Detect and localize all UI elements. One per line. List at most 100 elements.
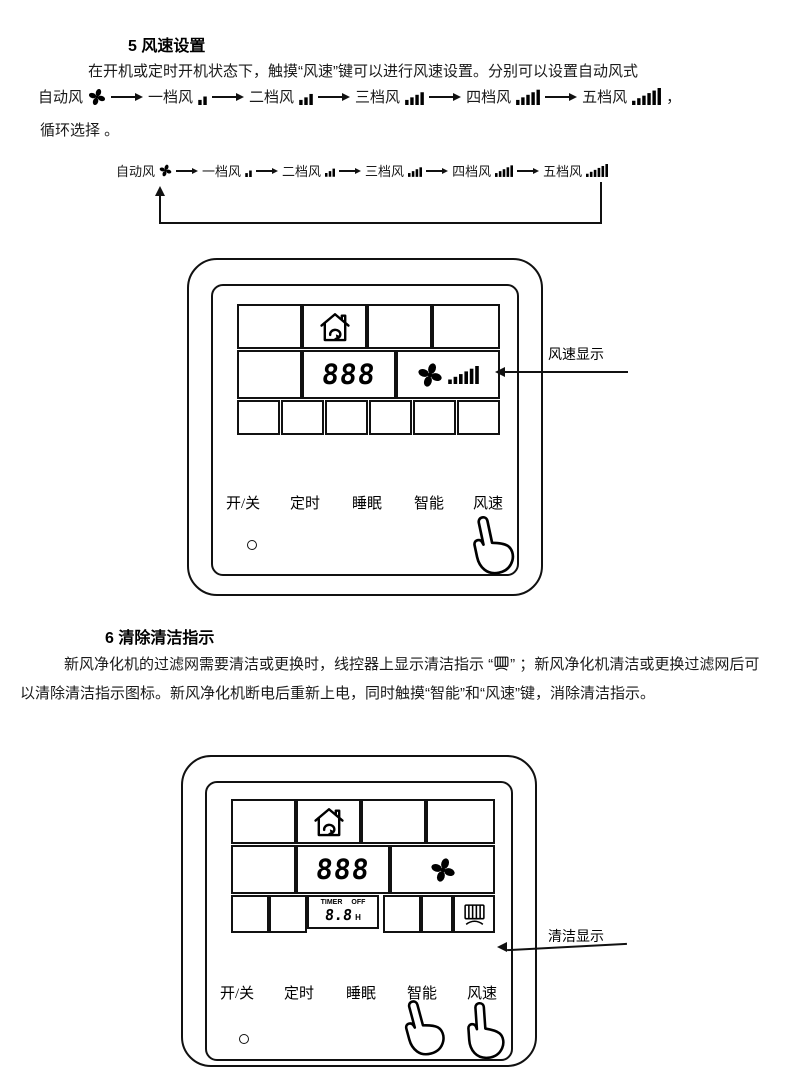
pointing-hand-icon (465, 1000, 506, 1061)
timer-status-row: TIMER OFF (321, 899, 366, 906)
lcd-cell (269, 895, 307, 933)
lcd-cell (325, 400, 368, 435)
fan-speed-5-icon (586, 164, 609, 177)
fan-speed-4-icon (516, 89, 540, 105)
fan-icon (159, 164, 173, 177)
lcd-cell (237, 350, 302, 399)
callout-line (505, 371, 628, 373)
cycle-line-bottom (159, 222, 602, 224)
indicator-led (239, 1034, 249, 1044)
arrow-right-icon (517, 167, 540, 174)
flow-label-speed1: 一档风 (202, 164, 242, 179)
button-label-timer: 定时 (284, 986, 315, 1002)
callout-arrow-left-icon (495, 367, 505, 377)
cycle-line-right (600, 182, 602, 224)
fan-speed-1-icon (245, 170, 252, 177)
button-label-sleep: 睡眠 (346, 986, 377, 1002)
button-label-smart: 智能 (414, 496, 445, 512)
lcd-cell (302, 304, 367, 349)
timer-label: TIMER (320, 899, 343, 906)
fan-speed-cycle-diagram: 自动风 一档风 二档风 三档风 四档风 五档风 (116, 161, 609, 180)
button-label-fanspeed: 风速 (467, 986, 498, 1002)
button-label-sleep: 睡眠 (352, 496, 383, 512)
fan-speed-4-icon (495, 165, 514, 177)
section5-heading: 5 风速设置 (128, 38, 206, 55)
flow-label-speed5: 五档风 (582, 89, 628, 106)
button-label-timer: 定时 (290, 496, 321, 512)
fan-speed-1-icon (198, 96, 207, 105)
fan-speed-5-icon (448, 365, 479, 384)
fresh-air-house-icon (313, 807, 344, 836)
flow-trailing-comma: ， (666, 89, 682, 106)
flow-label-speed4: 四档风 (452, 164, 492, 179)
lcd-cell (231, 799, 296, 844)
arrow-right-icon (256, 167, 279, 174)
section6-paragraph: 新风净化机的过滤网需要清洁或更换时，线控器上显示清洁指示 “” ；新风净化机清洁… (20, 650, 772, 709)
section5-outro-text: 循环选择 。 (40, 122, 120, 139)
lcd-cell (421, 895, 453, 933)
lcd-cell (237, 400, 280, 435)
fresh-air-house-icon (319, 312, 350, 341)
flow-label-speed2: 二档风 (282, 164, 322, 179)
cycle-line-left (159, 196, 161, 223)
lcd-cell (426, 799, 495, 844)
arrow-right-icon (339, 167, 362, 174)
section6-heading: 6 清除清洁指示 (105, 630, 215, 647)
lcd-cell (432, 304, 500, 349)
lcd-cell (383, 895, 421, 933)
flow-label-speed1: 一档风 (148, 89, 194, 106)
button-label-power: 开/关 (220, 986, 255, 1002)
lcd-clean-cell (453, 895, 495, 933)
fan-speed-5-icon (632, 88, 662, 105)
controller-screen-frame-2 (205, 781, 513, 1061)
fan-icon (88, 87, 107, 106)
arrow-right-icon (212, 92, 245, 101)
segment-display: 888 (314, 853, 372, 886)
arrow-right-icon (429, 92, 462, 101)
timer-value-display: 8.8 (324, 906, 354, 924)
section6-text-before-icon: 新风净化机的过滤网需要清洁或更换时，线控器上显示清洁指示 “ (64, 656, 494, 673)
lcd-cell (231, 895, 269, 933)
lcd-cell (231, 845, 296, 894)
section6-text-after-icon: ” ；新风净化机清洁或更换过滤网后可以清除清洁指示图标。新风净化机断电后重新上电… (20, 656, 760, 703)
section5-intro-text: 在开机或定时开机状态下，触摸“风速”键可以进行风速设置。分别可以设置自动风式 (88, 63, 638, 80)
arrow-right-icon (545, 92, 578, 101)
lcd-cell (237, 304, 302, 349)
flow-label-auto: 自动风 (116, 164, 156, 179)
cycle-arrow-up-icon (155, 186, 165, 196)
fan-speed-2-icon (325, 168, 336, 177)
lcd-cell (281, 400, 324, 435)
lcd-timer-cell: TIMER OFF 8.8 H (307, 895, 379, 929)
fan-icon (417, 361, 443, 388)
indicator-led (247, 540, 257, 550)
fan-speed-3-icon (405, 92, 424, 105)
lcd-cell (296, 799, 361, 844)
timer-off-label: OFF (351, 899, 366, 906)
lcd-cell (361, 799, 426, 844)
clean-display-callout: 清洁显示 (548, 930, 604, 945)
flow-label-auto: 自动风 (38, 89, 84, 106)
clean-filter-icon (494, 656, 509, 671)
fan-icon (429, 856, 456, 883)
lcd-display-cell: 888 (302, 350, 396, 399)
fan-speed-sequence-large: 自动风 一档风 二档风 三档风 四档风 五档风 ， (38, 86, 681, 107)
button-label-fanspeed: 风速 (473, 496, 504, 512)
segment-display: 888 (320, 358, 378, 391)
lcd-cell (413, 400, 456, 435)
arrow-right-icon (426, 167, 449, 174)
timer-value-row: 8.8 H (324, 906, 361, 924)
arrow-right-icon (176, 167, 199, 174)
controller-screen-frame-1 (211, 284, 519, 576)
callout-arrow-left-icon (497, 942, 507, 952)
lcd-cell (369, 400, 412, 435)
lcd-display-cell: 888 (296, 845, 390, 894)
timer-unit-label: H (355, 913, 361, 922)
flow-label-speed3: 三档风 (365, 164, 405, 179)
fanspeed-display-callout: 风速显示 (548, 348, 604, 363)
fan-speed-3-icon (408, 167, 423, 177)
arrow-right-icon (318, 92, 351, 101)
flow-label-speed4: 四档风 (466, 89, 512, 106)
flow-label-speed2: 二档风 (249, 89, 295, 106)
button-label-smart: 智能 (407, 986, 438, 1002)
